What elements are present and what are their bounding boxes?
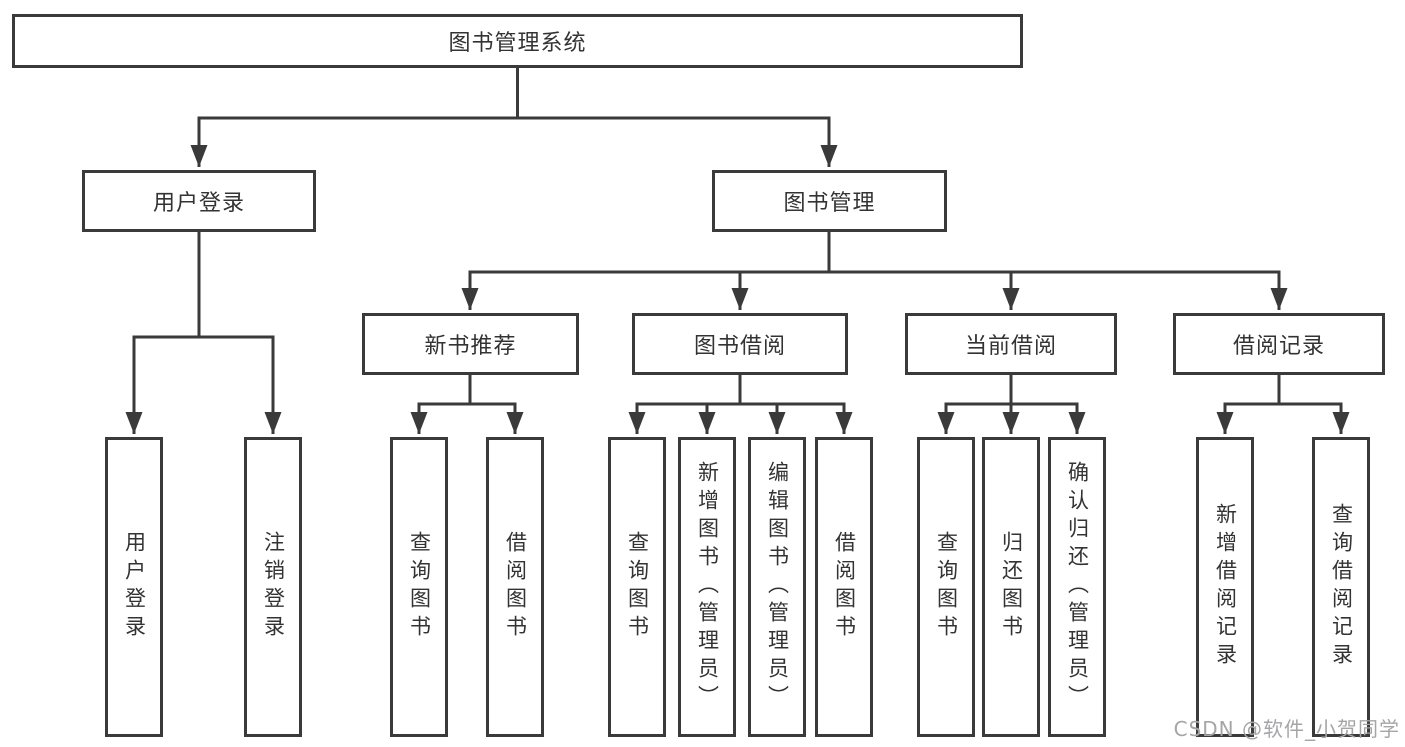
node-label: 注销登录 xyxy=(261,531,286,643)
node-label: 图书管理系统 xyxy=(448,31,587,56)
connector-borrow-records-to-leaves xyxy=(1216,375,1350,434)
node-label: 编辑图书（管理员） xyxy=(765,461,790,713)
connector-book-borrow-to-leaves xyxy=(628,375,853,434)
node-user-login: 用户登录 xyxy=(105,437,163,737)
node-logout-login: 注销登录 xyxy=(244,437,302,737)
node-label: 借阅记录 xyxy=(1232,334,1325,359)
node-label: 用户登录 xyxy=(122,531,147,643)
node-borrow-books: 借阅图书 xyxy=(815,437,873,737)
node-user-login-branch: 用户登录 xyxy=(82,170,316,232)
node-label: 归还图书 xyxy=(999,531,1024,643)
node-edit-books-admin: 编辑图书（管理员） xyxy=(748,437,806,737)
node-label: 查询图书 xyxy=(625,531,650,643)
node-label: 新增借阅记录 xyxy=(1213,503,1238,671)
node-return-books: 归还图书 xyxy=(982,437,1040,737)
node-label: 当前借阅 xyxy=(964,334,1057,359)
node-root-library-management-system: 图书管理系统 xyxy=(12,14,1023,68)
node-label: 图书借阅 xyxy=(693,334,786,359)
node-borrow-query-books: 查询图书 xyxy=(608,437,666,737)
node-label: 借阅图书 xyxy=(832,531,857,643)
node-confirm-return-admin: 确认归还（管理员） xyxy=(1048,437,1106,737)
node-label: 新增图书（管理员） xyxy=(695,461,720,713)
connector-user-login-to-leaves xyxy=(125,232,282,434)
connector-root-to-level2 xyxy=(190,68,838,167)
node-current-query-books: 查询图书 xyxy=(917,437,975,737)
node-book-management: 图书管理 xyxy=(712,170,947,232)
node-borrow-records: 借阅记录 xyxy=(1173,313,1385,375)
node-recommend-query-books: 查询图书 xyxy=(390,437,448,737)
node-query-borrow-record: 查询借阅记录 xyxy=(1312,437,1370,737)
node-label: 新书推荐 xyxy=(424,334,517,359)
node-label: 用户登录 xyxy=(152,191,245,216)
node-label: 图书管理 xyxy=(783,191,876,216)
node-label: 查询图书 xyxy=(934,531,959,643)
node-new-book-recommend: 新书推荐 xyxy=(362,313,579,375)
connector-book-management-to-level3 xyxy=(461,232,1288,310)
node-book-borrow: 图书借阅 xyxy=(632,313,848,375)
csdn-watermark: CSDN @软件_小贺同学 xyxy=(1173,717,1400,741)
node-label: 查询图书 xyxy=(407,531,432,643)
connector-current-borrow-to-leaves xyxy=(937,375,1086,434)
node-add-borrow-record: 新增借阅记录 xyxy=(1196,437,1254,737)
node-add-books-admin: 新增图书（管理员） xyxy=(678,437,736,737)
connector-new-book-recommend-to-leaves xyxy=(410,375,524,434)
node-label: 确认归还（管理员） xyxy=(1065,461,1090,713)
node-current-borrow: 当前借阅 xyxy=(905,313,1117,375)
node-label: 借阅图书 xyxy=(503,531,528,643)
node-recommend-borrow-books: 借阅图书 xyxy=(486,437,544,737)
node-label: 查询借阅记录 xyxy=(1329,503,1354,671)
